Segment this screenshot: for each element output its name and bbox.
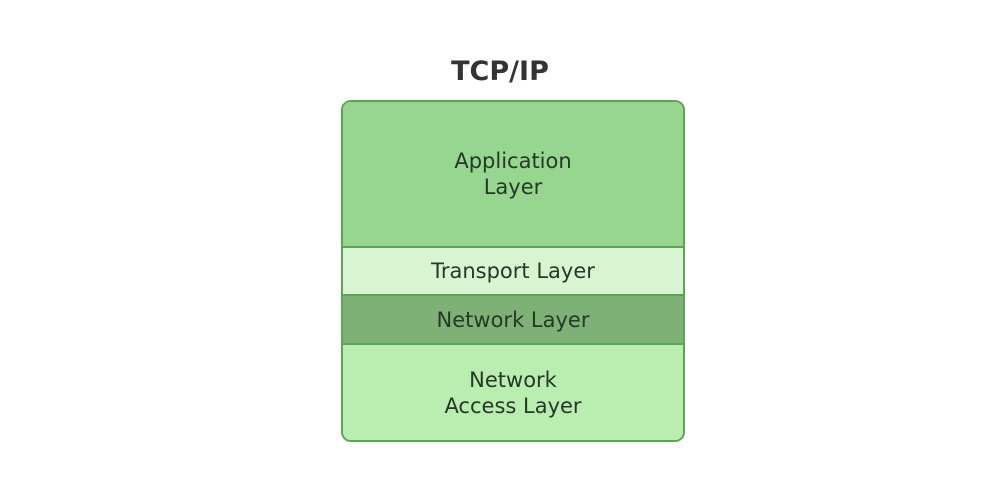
layer-label: Transport Layer [431, 259, 595, 283]
network-layer: Network Layer [343, 296, 683, 345]
tcp-ip-layer-stack: Application Layer Transport Layer Networ… [341, 100, 685, 442]
application-layer: Application Layer [343, 102, 683, 248]
transport-layer: Transport Layer [343, 248, 683, 296]
layer-label: Network Access Layer [444, 367, 582, 418]
diagram-title: TCP/IP [451, 56, 549, 87]
network-access-layer: Network Access Layer [343, 345, 683, 440]
layer-label: Application Layer [454, 149, 572, 199]
layer-label: Network Layer [436, 307, 590, 332]
